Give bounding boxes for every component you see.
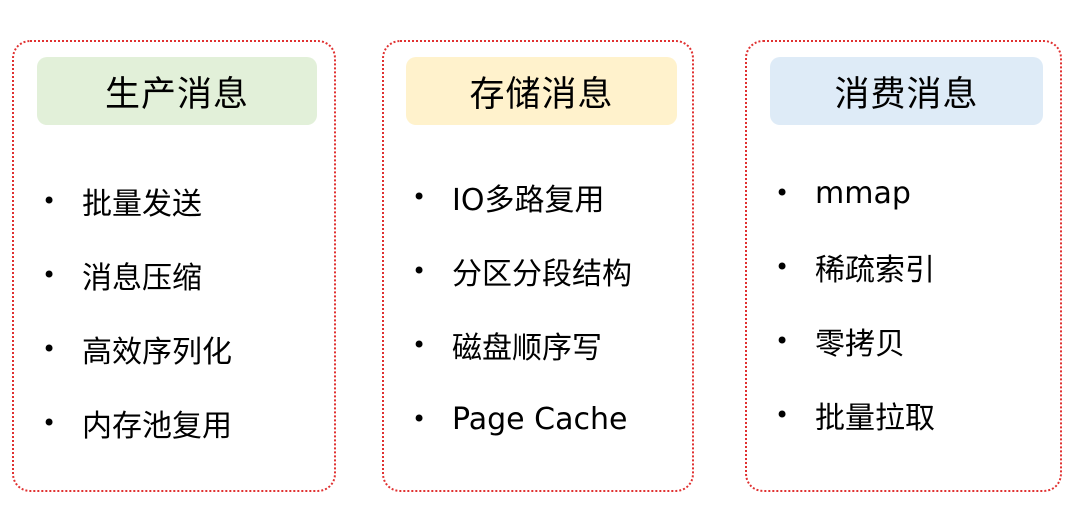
consume-panel: 消费消息 • mmap • 稀疏索引 • 零拷贝 • 批量拉取 — [745, 40, 1062, 492]
produce-panel-title: 生产消息 — [37, 57, 317, 125]
bullet-icon: • — [412, 331, 427, 359]
bullet-icon: • — [412, 183, 427, 211]
list-item-label: 消息压缩 — [82, 261, 202, 296]
list-item-label: IO多路复用 — [452, 183, 605, 218]
bullet-icon: • — [42, 261, 57, 289]
bullet-icon: • — [42, 335, 57, 363]
list-item-label: 批量拉取 — [815, 401, 935, 436]
list-item: • 磁盘顺序写 — [412, 308, 684, 382]
list-item-label: 高效序列化 — [82, 335, 232, 370]
list-item-label: mmap — [815, 175, 911, 211]
bullet-icon: • — [775, 179, 790, 207]
list-item-label: 稀疏索引 — [815, 253, 935, 288]
list-item-label: 分区分段结构 — [452, 257, 632, 292]
bullet-icon: • — [412, 405, 427, 433]
store-item-list: • IO多路复用 • 分区分段结构 • 磁盘顺序写 • Page Cache — [412, 160, 684, 456]
list-item: • 内存池复用 — [42, 386, 326, 460]
list-item: • 高效序列化 — [42, 312, 326, 386]
list-item-label: Page Cache — [452, 401, 628, 437]
list-item: • 零拷贝 — [775, 304, 1052, 378]
list-item-label: 磁盘顺序写 — [452, 331, 602, 366]
store-panel-title: 存储消息 — [406, 57, 677, 125]
bullet-icon: • — [775, 253, 790, 281]
produce-item-list: • 批量发送 • 消息压缩 • 高效序列化 • 内存池复用 — [42, 164, 326, 460]
store-panel: 存储消息 • IO多路复用 • 分区分段结构 • 磁盘顺序写 • Page Ca… — [382, 40, 694, 492]
bullet-icon: • — [42, 409, 57, 437]
list-item: • 批量发送 — [42, 164, 326, 238]
produce-panel: 生产消息 • 批量发送 • 消息压缩 • 高效序列化 • 内存池复用 — [12, 40, 336, 492]
consume-item-list: • mmap • 稀疏索引 • 零拷贝 • 批量拉取 — [775, 156, 1052, 452]
consume-panel-title: 消费消息 — [770, 57, 1043, 125]
list-item: • 批量拉取 — [775, 378, 1052, 452]
list-item: • 分区分段结构 — [412, 234, 684, 308]
list-item: • 稀疏索引 — [775, 230, 1052, 304]
bullet-icon: • — [775, 401, 790, 429]
list-item: • 消息压缩 — [42, 238, 326, 312]
list-item: • Page Cache — [412, 382, 684, 456]
bullet-icon: • — [412, 257, 427, 285]
bullet-icon: • — [775, 327, 790, 355]
list-item: • IO多路复用 — [412, 160, 684, 234]
list-item: • mmap — [775, 156, 1052, 230]
list-item-label: 内存池复用 — [82, 409, 232, 444]
list-item-label: 批量发送 — [82, 187, 202, 222]
list-item-label: 零拷贝 — [815, 327, 905, 362]
bullet-icon: • — [42, 187, 57, 215]
